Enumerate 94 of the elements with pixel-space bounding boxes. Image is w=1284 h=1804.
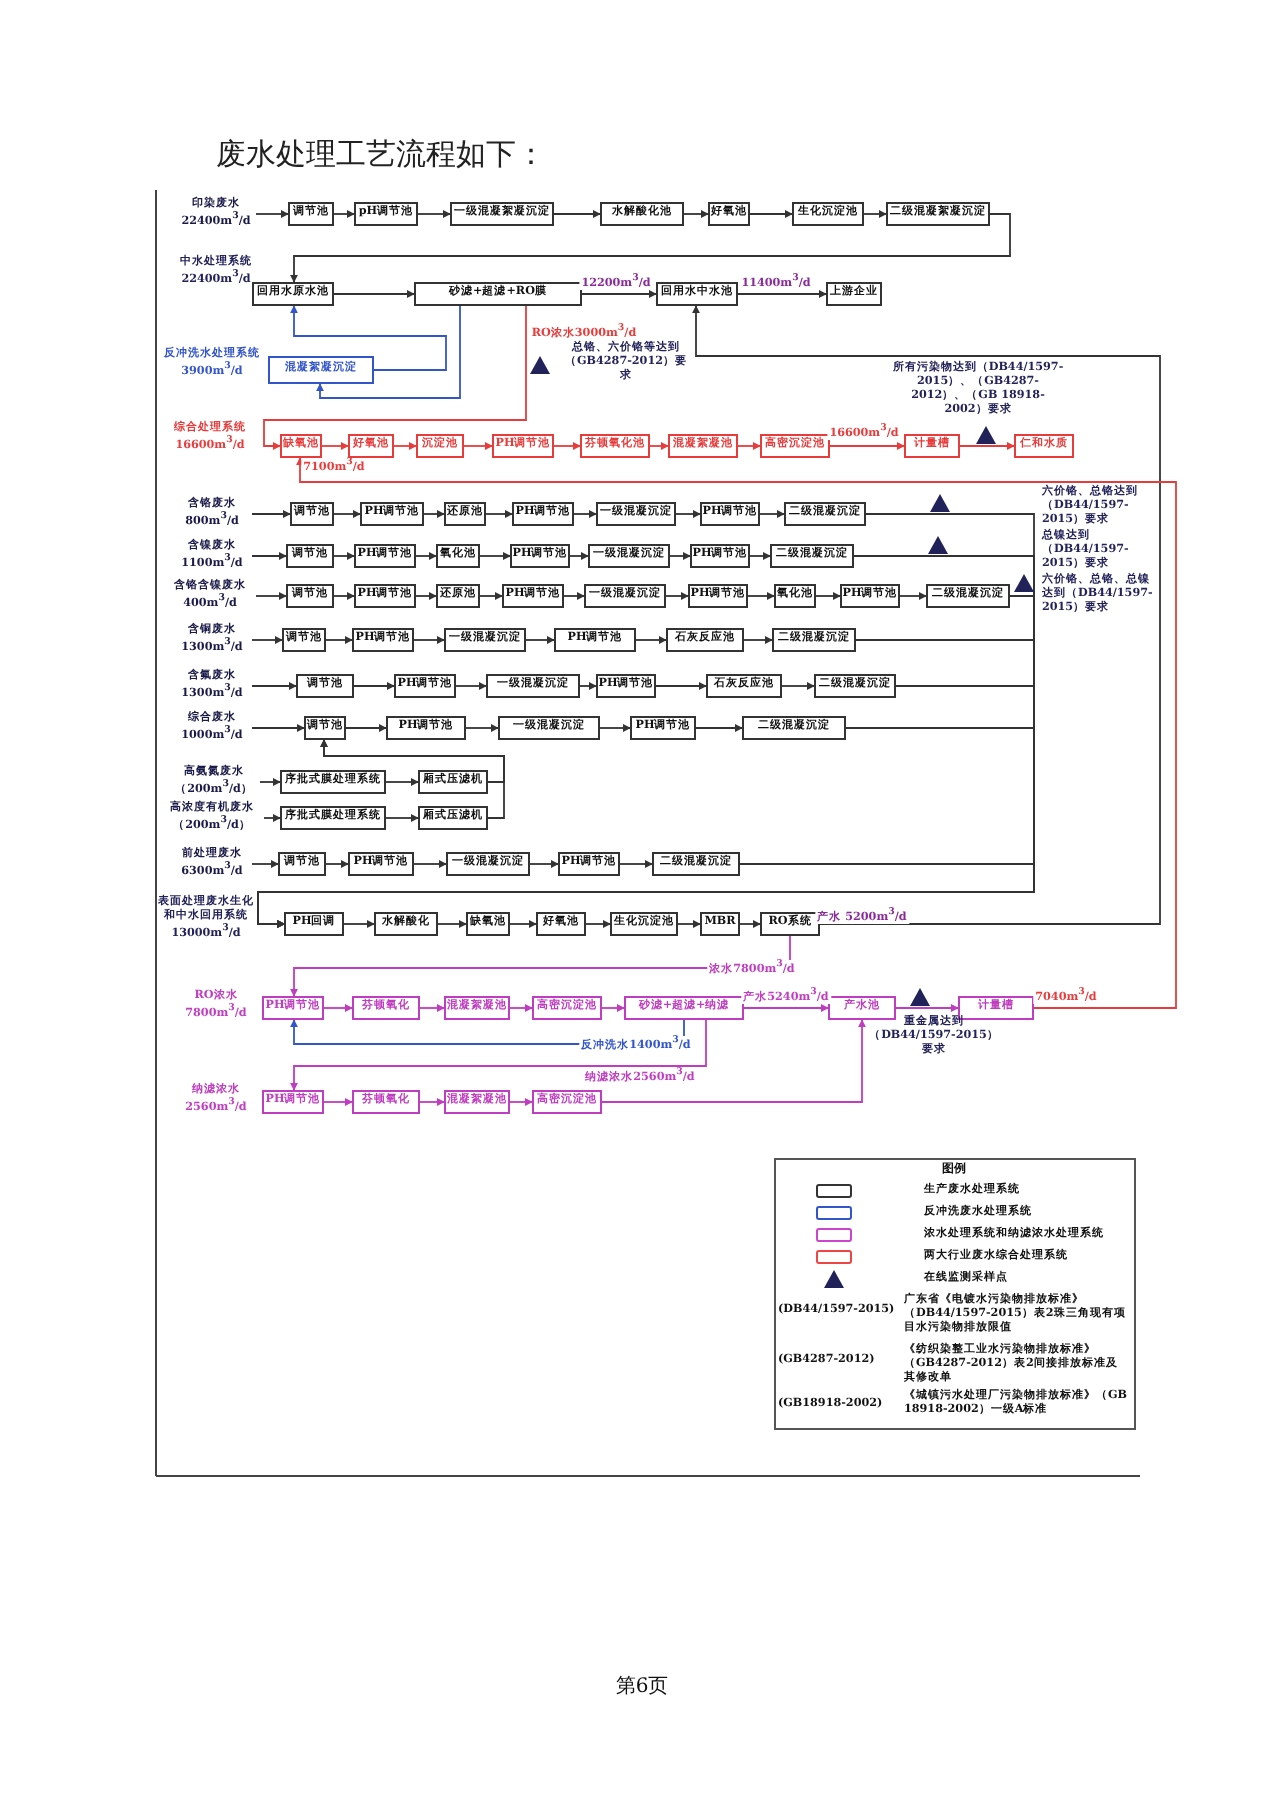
title: 废水处理工艺流程如下： (216, 136, 546, 174)
arrow (255, 209, 289, 219)
arrow (585, 919, 611, 929)
arrow (413, 635, 445, 645)
arrow (419, 1003, 445, 1013)
arrow (573, 509, 597, 519)
arrow (289, 305, 447, 371)
arrow (635, 635, 667, 645)
arrow (899, 591, 927, 601)
arrow (759, 509, 785, 519)
arrow (509, 1097, 533, 1107)
arrow (619, 859, 653, 869)
arrow (599, 723, 631, 733)
arrow (415, 551, 437, 561)
arrow (263, 813, 281, 823)
arrow (509, 919, 537, 929)
arrow (747, 591, 775, 601)
arrow (553, 209, 601, 219)
arrow (323, 1097, 353, 1107)
arrow (649, 441, 669, 451)
arrow (333, 509, 361, 519)
arrow (315, 305, 461, 399)
arrow (563, 591, 585, 601)
arrow (695, 723, 743, 733)
arrow (601, 1019, 867, 1103)
arrow (579, 681, 597, 691)
arrow (815, 591, 841, 601)
arrow (895, 1003, 959, 1013)
arrow (415, 591, 437, 601)
arrow (691, 305, 1161, 925)
arrow (325, 859, 349, 869)
arrow (251, 681, 297, 691)
arrow (333, 551, 355, 561)
arrow (257, 863, 1035, 929)
arrow (423, 509, 445, 519)
arrow (343, 919, 375, 929)
arrow (323, 1003, 353, 1013)
arrow (385, 813, 419, 823)
arrow (259, 777, 281, 787)
arrow (333, 591, 355, 601)
arrow (509, 1003, 533, 1013)
arrow (739, 919, 761, 929)
arrow (675, 509, 701, 519)
arrow (295, 457, 1177, 1009)
arrow (677, 919, 701, 929)
arrow (455, 681, 487, 691)
arrow (353, 681, 395, 691)
arrow (465, 723, 499, 733)
arrow (749, 551, 771, 561)
arrow (479, 591, 503, 601)
arrow (333, 209, 355, 219)
arrow (333, 289, 415, 299)
arrow (419, 1097, 445, 1107)
arrow (393, 441, 417, 451)
arrow (743, 1003, 829, 1013)
arrow (737, 441, 761, 451)
arrow (655, 681, 707, 691)
arrow (601, 1003, 625, 1013)
arrow (289, 213, 1011, 283)
arrow (863, 209, 887, 219)
arrow (319, 739, 505, 819)
arrow (413, 859, 447, 869)
arrow (325, 635, 353, 645)
arrow (463, 441, 493, 451)
arrow (485, 509, 513, 519)
page-number: 第6页 (613, 1676, 671, 1701)
arrow (959, 441, 1015, 451)
arrow (743, 635, 773, 645)
arrow (251, 859, 279, 869)
arrow (829, 441, 905, 451)
arrow (251, 723, 305, 733)
arrow (251, 635, 283, 645)
arrow (781, 681, 815, 691)
arrow (251, 551, 287, 561)
arrow (669, 551, 691, 561)
arrow (581, 289, 657, 299)
arrow (683, 209, 709, 219)
arrow (437, 919, 467, 929)
arrow (525, 635, 555, 645)
arrow (255, 591, 287, 601)
arrow (553, 441, 581, 451)
arrow (569, 551, 589, 561)
arrow (529, 859, 559, 869)
arrow (321, 441, 349, 451)
arrow (251, 509, 291, 519)
arrow (749, 209, 793, 219)
arrow (417, 209, 451, 219)
arrow (263, 305, 527, 451)
arrow (737, 289, 827, 299)
arrow (479, 551, 511, 561)
arrow (385, 777, 419, 787)
arrow (665, 591, 689, 601)
arrow (345, 723, 387, 733)
arrow (289, 1019, 707, 1091)
